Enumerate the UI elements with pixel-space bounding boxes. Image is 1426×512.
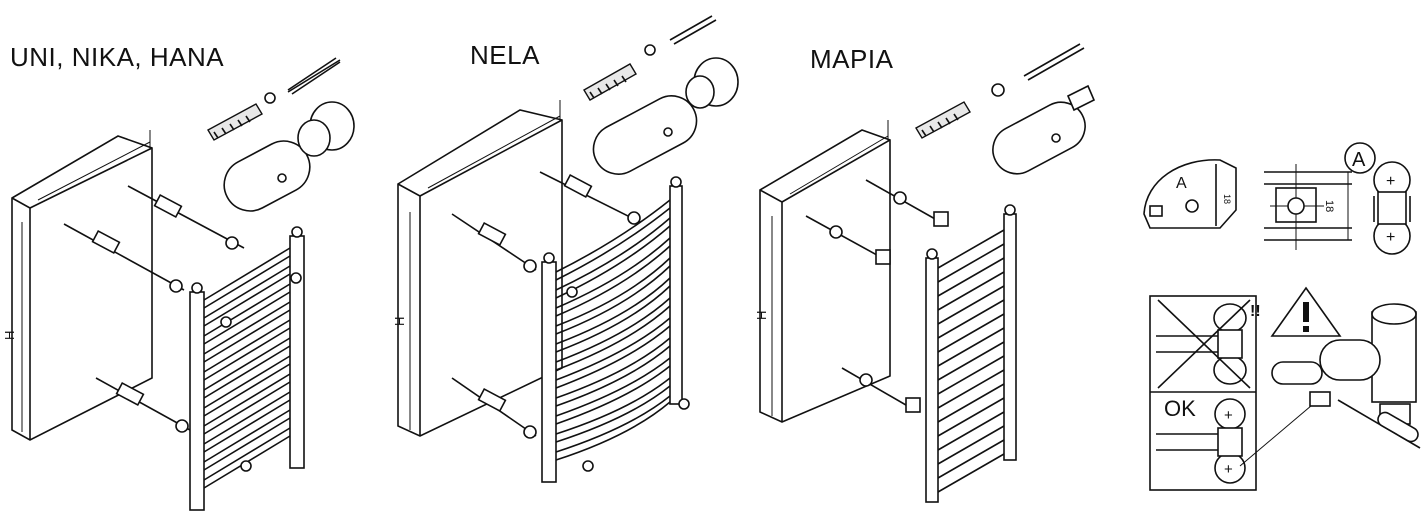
nela-height-label: H bbox=[392, 317, 407, 326]
mapia-height-label: H bbox=[754, 311, 769, 320]
uni-wall-panel bbox=[11, 130, 153, 441]
nela-bracket-detail bbox=[583, 15, 739, 175]
uni-radiator bbox=[189, 226, 305, 511]
mapia-wall-panel bbox=[759, 120, 891, 423]
mapia-bracket-detail bbox=[915, 43, 1096, 175]
detail-dim-18-section: 18 bbox=[1323, 200, 1335, 212]
detail-assembly-screwdriver bbox=[1239, 303, 1421, 467]
nela-radiator bbox=[541, 176, 690, 483]
detail-ok-plus-top: + bbox=[1224, 407, 1233, 424]
detail-clamp-side bbox=[1143, 159, 1237, 229]
detail-ok-label: OK bbox=[1164, 396, 1196, 421]
uni-wall-brackets bbox=[63, 185, 245, 433]
nela-wall-panel bbox=[397, 100, 563, 437]
model-title-mapia: MAPIA bbox=[810, 44, 894, 74]
detail-dim-18-small: 18 bbox=[1222, 194, 1232, 204]
detail-label-a-small: A bbox=[1176, 175, 1187, 192]
uni-bracket-detail bbox=[207, 57, 355, 212]
warning-triangle-icon bbox=[1270, 286, 1342, 337]
detail-plus-top: + bbox=[1386, 173, 1395, 190]
detail-exclaim: !! bbox=[1250, 303, 1261, 320]
mapia-radiator bbox=[925, 204, 1017, 503]
model-title-nela: NELA bbox=[470, 40, 540, 70]
detail-callout-a: A bbox=[1352, 149, 1366, 171]
detail-callout-a-circle bbox=[1344, 142, 1376, 174]
detail-plus-bottom: + bbox=[1386, 229, 1395, 246]
nela-wall-brackets bbox=[451, 171, 641, 439]
mapia-wall-brackets bbox=[805, 179, 949, 413]
model-title-uni: UNI, NIKA, HANA bbox=[10, 42, 225, 72]
uni-height-label: H bbox=[2, 331, 17, 340]
detail-ok-plus-bottom: + bbox=[1224, 461, 1233, 478]
detail-end-view bbox=[1373, 161, 1411, 255]
detail-clamp-section bbox=[1264, 164, 1352, 250]
detail-check-box bbox=[1149, 295, 1257, 491]
